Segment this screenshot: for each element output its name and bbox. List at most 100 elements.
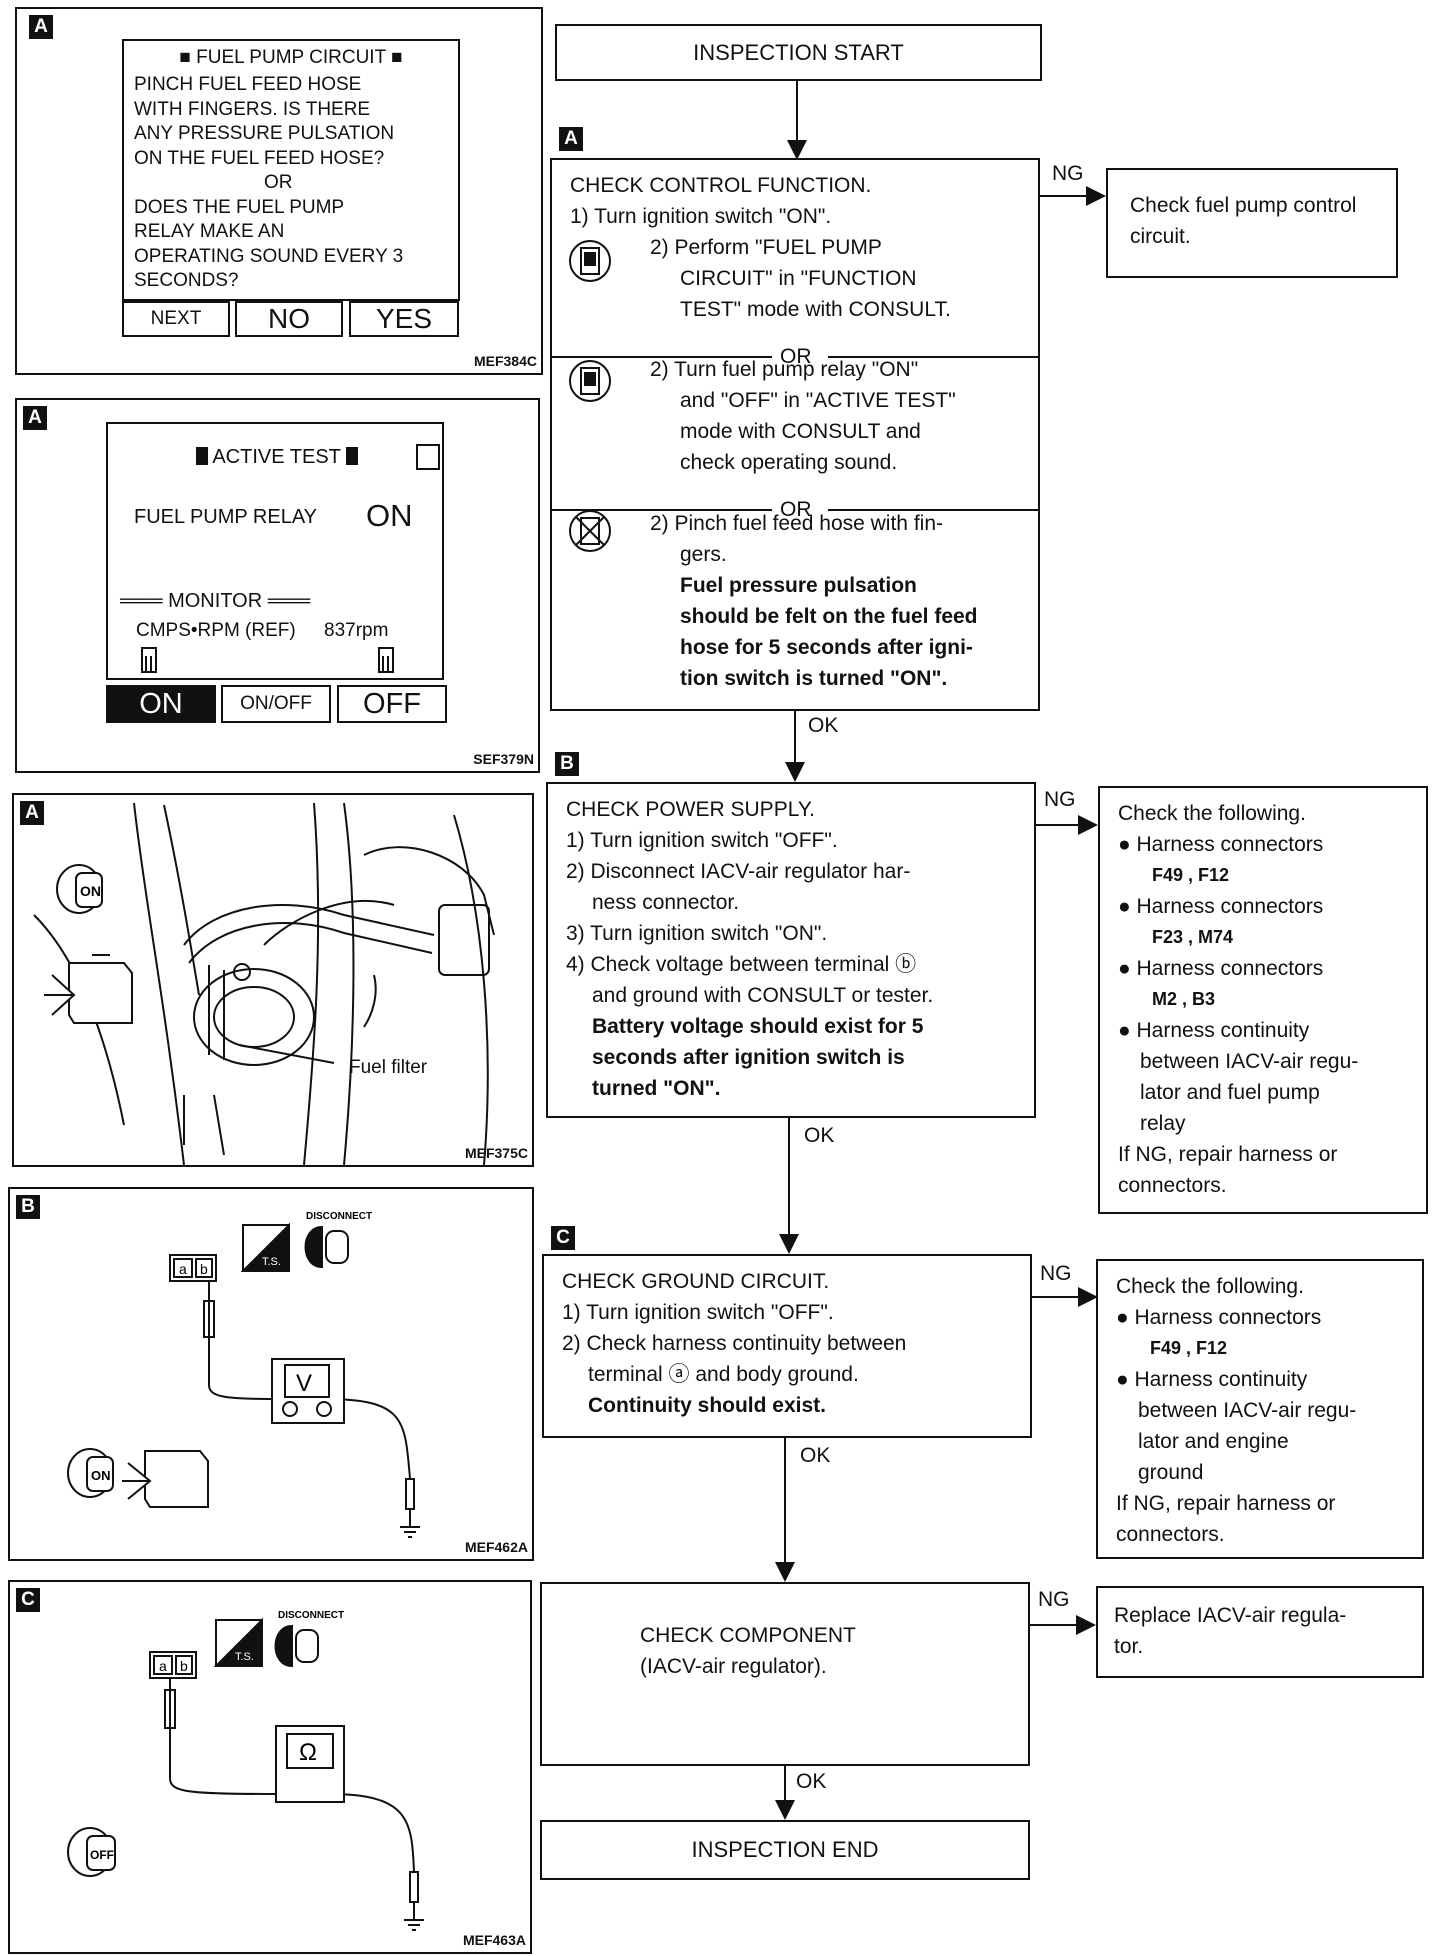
step-b-tag: B	[555, 752, 579, 776]
screen-a2-corner-box[interactable]	[416, 444, 440, 470]
step-d-box: CHECK COMPONENT (IACV-air regulator).	[540, 1582, 1030, 1766]
step-c-ng-item: lator and engine	[1138, 1430, 1289, 1453]
figure-code: SEF379N	[473, 751, 534, 767]
step-a-option-1-line: CIRCUIT" in "FUNCTION	[680, 267, 917, 290]
step-d-ng-box: Replace IACV-air regula- tor.	[1096, 1586, 1424, 1678]
step-c-ng-item: If NG, repair harness or	[1116, 1492, 1336, 1515]
ignition-key-icon	[56, 864, 103, 914]
cmps-label: CMPS•RPM (REF)	[136, 620, 296, 641]
screen-a1-line: ON THE FUEL FEED HOSE?	[134, 147, 385, 169]
step-a-title: CHECK CONTROL FUNCTION.	[570, 174, 872, 197]
step-b-line: 1) Turn ignition switch "OFF".	[566, 829, 838, 852]
step-a-ng-line: Check fuel pump control	[1130, 194, 1357, 217]
inspection-end-label: INSPECTION END	[691, 1837, 879, 1862]
step-d-ng-text: Replace IACV-air regula- tor.	[1114, 1600, 1346, 1662]
ignition-key-icon	[67, 1827, 116, 1877]
relay-value: ON	[366, 498, 413, 533]
step-a-criteria: tion switch is turned "ON".	[680, 667, 948, 690]
step-a-option-1: 2) Perform "FUEL PUMP CIRCUIT" in "FUNCT…	[650, 232, 951, 325]
screen-a1-line: DOES THE FUEL PUMP	[134, 196, 345, 218]
on-off-button[interactable]: ON/OFF	[221, 685, 331, 723]
voltmeter-icon	[271, 1358, 345, 1424]
step-b-ng-item: between IACV-air regu-	[1140, 1050, 1359, 1073]
step-c-ng-item: ● Harness connectors	[1116, 1306, 1322, 1329]
screen-a1-title: ■ FUEL PUMP CIRCUIT ■	[179, 47, 403, 68]
figure-code: MEF375C	[464, 1145, 528, 1161]
consult-ts-icon	[213, 1617, 263, 1667]
yes-button[interactable]: YES	[349, 301, 459, 337]
ok-label: OK	[808, 714, 839, 737]
ohmmeter-icon	[275, 1725, 345, 1803]
consult-screen-a1: ■ FUEL PUMP CIRCUIT ■ PINCH FUEL FEED HO…	[122, 39, 460, 301]
off-button[interactable]: OFF	[337, 685, 447, 723]
step-c-ng-list: ● Harness connectors F49 , F12 ● Harness…	[1116, 1302, 1356, 1550]
ng-label: NG	[1038, 1588, 1070, 1611]
step-a-option-2-line: 2) Turn fuel pump relay "ON"	[650, 358, 919, 381]
inspection-start-label: INSPECTION START	[693, 40, 904, 65]
ohmmeter-diagram: a b T.S. DISCONNECT Ω OFF	[67, 1610, 424, 1931]
step-c-body: 1) Turn ignition switch "OFF". 2) Check …	[562, 1297, 906, 1421]
consult-ts-icon	[240, 1222, 290, 1272]
disconnect-label: DISCONNECT	[278, 1610, 344, 1621]
disconnect-icon	[304, 1225, 349, 1269]
panel-a2-tag: A	[23, 406, 47, 430]
step-d-ng-line: tor.	[1114, 1635, 1144, 1658]
or-divider: OR	[552, 494, 1038, 526]
relay-label: FUEL PUMP RELAY	[134, 506, 318, 528]
screen-a1-line: PINCH FUEL FEED HOSE	[134, 74, 362, 95]
step-a-option-2-line: and "OFF" in "ACTIVE TEST"	[680, 389, 956, 412]
voltmeter-label: V	[296, 1370, 312, 1397]
connector-icon	[149, 1651, 197, 1679]
panel-b-tag: B	[16, 1195, 40, 1219]
ohmmeter-label: Ω	[299, 1739, 317, 1766]
or-label: OR	[780, 498, 812, 521]
screen-a2-title-text: ACTIVE TEST	[212, 446, 341, 468]
step-b-ng-item: ● Harness connectors	[1118, 895, 1324, 918]
hand-pointer-icon	[378, 647, 394, 673]
consult-icon	[569, 360, 611, 402]
step-a-option-3: 2) Pinch fuel feed hose with fin- gers. …	[650, 508, 978, 694]
panel-a3-tag: A	[20, 801, 44, 825]
no-button[interactable]: NO	[235, 301, 343, 337]
consult-icon	[569, 240, 611, 282]
step-c-line: terminal ⓐ and body ground.	[588, 1363, 859, 1386]
or-label: OR	[780, 345, 812, 368]
step-b-ng-item: ● Harness connectors	[1118, 957, 1324, 980]
step-c-ng-item: ground	[1138, 1461, 1204, 1484]
step-b-ng-item: M2 , B3	[1152, 989, 1216, 1009]
step-b-body: 1) Turn ignition switch "OFF". 2) Discon…	[566, 825, 933, 1104]
key-off-text: OFF	[90, 1848, 114, 1862]
step-a-criteria: should be felt on the fuel feed	[680, 605, 978, 628]
figure-code: MEF462A	[464, 1539, 528, 1555]
step-c-ng-title: Check the following.	[1116, 1275, 1304, 1298]
step-a-option-3-line: gers.	[680, 543, 727, 566]
step-a-box: CHECK CONTROL FUNCTION. 1) Turn ignition…	[550, 158, 1040, 711]
ok-label: OK	[800, 1444, 831, 1467]
screen-a1-body: PINCH FUEL FEED HOSE WITH FINGERS. IS TH…	[134, 73, 403, 294]
step-b-ng-item: lator and fuel pump	[1140, 1081, 1320, 1104]
step-c-title: CHECK GROUND CIRCUIT.	[562, 1270, 830, 1293]
step-d-text: CHECK COMPONENT (IACV-air regulator).	[640, 1620, 856, 1682]
step-b-ng-item: If NG, repair harness or	[1118, 1143, 1338, 1166]
step-a-option-2-line: check operating sound.	[680, 451, 898, 474]
step-a-option-3-line: 2) Pinch fuel feed hose with fin-	[650, 512, 943, 535]
step-b-ng-list: ● Harness connectors F49 , F12 ● Harness…	[1118, 829, 1358, 1201]
step-b-ng-item: F23 , M74	[1152, 927, 1234, 947]
ng-label: NG	[1044, 788, 1076, 811]
screen-a2-title: ACTIVE TEST	[108, 446, 446, 469]
on-button[interactable]: ON	[106, 685, 216, 723]
step-a-ng-line: circuit.	[1130, 225, 1191, 248]
engine-icon	[122, 1450, 209, 1508]
step-c-ng-item: ● Harness continuity	[1116, 1368, 1308, 1391]
step-c-ng-item: between IACV-air regu-	[1138, 1399, 1357, 1422]
or-divider: OR	[552, 341, 1038, 373]
panel-c-tag: C	[16, 1588, 40, 1612]
step-b-ng-item: ● Harness continuity	[1118, 1019, 1310, 1042]
step-b-criteria: seconds after ignition switch is	[592, 1046, 905, 1069]
disconnect-icon	[274, 1624, 319, 1668]
step-b-line: 3) Turn ignition switch "ON".	[566, 922, 828, 945]
step-c-line: 2) Check harness continuity between	[562, 1332, 907, 1355]
next-button[interactable]: NEXT	[122, 301, 230, 337]
step-a-option-2: 2) Turn fuel pump relay "ON" and "OFF" i…	[650, 354, 956, 478]
